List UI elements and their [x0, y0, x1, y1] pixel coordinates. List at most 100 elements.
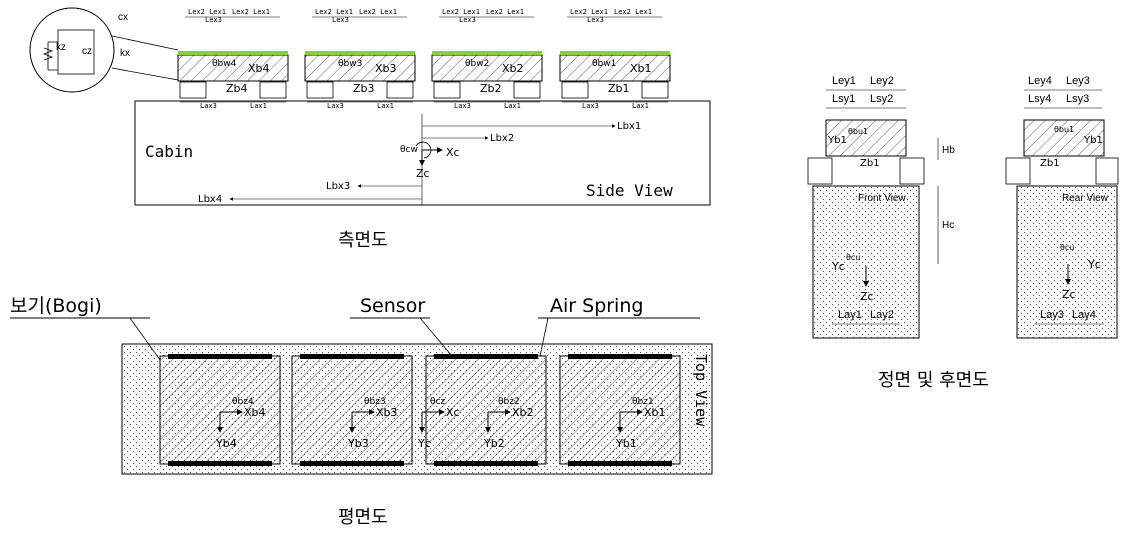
side-zc: Zc — [416, 167, 430, 180]
side-dim-top: Lex3 — [332, 16, 349, 24]
inset-kz: kz — [56, 42, 66, 53]
top-center-axes: θcz Xc Yc — [417, 397, 460, 450]
front-lay2: Lay2 — [870, 309, 894, 321]
front-yc: Yc — [831, 260, 845, 273]
top-view: 보기(Bogi) Sensor Air Spring Top View θbz4… — [10, 295, 713, 528]
front-ley2: Ley2 — [870, 75, 894, 87]
side-theta-b2: θbw2 — [465, 59, 489, 69]
rear-view: Ley4 Ley3 Lsy4 Lsy3 Yb1 θbu1 Zb1 Rear Vi… — [1005, 75, 1119, 339]
front-lsy1: Lsy1 — [832, 93, 855, 105]
side-dim-bottom: Lax3 — [200, 102, 217, 110]
side-center-axes: θcw Xc Zc — [400, 114, 460, 205]
top-theta-b4: θbz4 — [232, 397, 254, 407]
top-theta-b2: θbz2 — [498, 397, 520, 407]
rear-lay4: Lay4 — [1072, 309, 1096, 321]
bogi-callout: 보기(Bogi) — [10, 295, 102, 317]
top-bogie-4: θbz4 Xb4 Yb4 — [159, 354, 281, 466]
side-dim-top: Lex2 Lex1 — [315, 8, 353, 16]
side-zb2: Zb2 — [480, 82, 502, 95]
spring-icon — [42, 41, 58, 71]
side-theta-b1: θbw1 — [592, 59, 616, 69]
front-lay1: Lay1 — [838, 309, 862, 321]
side-view-caption: 측면도 — [338, 230, 388, 251]
inset-kx: kx — [120, 48, 130, 59]
side-dim-bottom: Lax3 — [582, 102, 599, 110]
side-dim-top: Lex2 Lex1 — [442, 8, 480, 16]
side-dim-top: Lex2 Lex1 — [614, 8, 652, 16]
lbx4-label: Lbx4 — [198, 194, 222, 205]
top-xb1: Xb1 — [644, 406, 666, 419]
side-bogie-3: Lex2 Lex1 Lex2 Lex1 Lex3 θbw3 Xb3 Zb3 La… — [304, 8, 416, 110]
lbx3-label: Lbx3 — [326, 181, 350, 192]
top-theta-b3: θbz3 — [364, 397, 386, 407]
front-ley1: Ley1 — [832, 75, 856, 87]
side-dim-bottom: Lax1 — [377, 102, 394, 110]
inset-cz: cz — [82, 46, 92, 57]
top-view-label: Top View — [692, 354, 710, 427]
lbx1-label: Lbx1 — [617, 121, 641, 132]
inset-cx: cx — [118, 12, 128, 23]
side-xb2: Xb2 — [502, 62, 524, 75]
side-xb1: Xb1 — [630, 62, 652, 75]
top-bogie-1: θbz1 Xb1 Yb1 — [559, 354, 681, 466]
side-view: kz cz cx kx Lex2 Lex1 Lex2 Lex1 Lex3 θbw… — [29, 7, 711, 251]
rear-theta-b: θbu1 — [1054, 125, 1074, 134]
side-theta-c: θcw — [400, 145, 418, 155]
side-dim-top: Lex3 — [205, 16, 222, 24]
side-xb3: Xb3 — [375, 62, 397, 75]
hb-label: Hb — [942, 145, 955, 156]
top-xb3: Xb3 — [376, 406, 398, 419]
top-yb4: Yb4 — [215, 437, 237, 450]
cabin-outline — [134, 100, 711, 206]
rear-yc: Yc — [1087, 258, 1101, 271]
side-dim-top: Lex2 Lex1 — [188, 8, 226, 16]
side-dim-bottom: Lax1 — [504, 102, 521, 110]
side-dim-bottom: Lax3 — [454, 102, 471, 110]
side-dim-bottom: Lax1 — [250, 102, 267, 110]
side-zb4: Zb4 — [226, 82, 248, 95]
side-dim-bottom: Lax3 — [327, 102, 344, 110]
front-yb1: Yb1 — [827, 135, 847, 146]
rear-ley4: Ley4 — [1028, 75, 1052, 87]
top-bogie-3: θbz3 Xb3 Yb3 — [291, 354, 413, 466]
top-view-caption: 평면도 — [338, 507, 388, 528]
rear-yb1: Yb1 — [1083, 135, 1103, 146]
air-spring-callout: Air Spring — [550, 295, 643, 317]
side-theta-b3: θbw3 — [338, 59, 362, 69]
top-bogie-2: θbz2 Xb2 Yb2 — [425, 354, 547, 466]
side-bogie-2: Lex2 Lex1 Lex2 Lex1 Lex3 θbw2 Xb2 Zb2 La… — [431, 8, 543, 110]
rear-lsy3: Lsy3 — [1066, 93, 1089, 105]
top-theta-b1: θbz1 — [632, 397, 654, 407]
rear-theta-c: θcu — [1060, 243, 1074, 252]
sensor-callout: Sensor — [360, 295, 425, 317]
side-dim-top: Lex3 — [587, 16, 604, 24]
side-dim-top: Lex2 Lex1 — [359, 8, 397, 16]
side-view-label: Side View — [586, 181, 673, 200]
top-theta-c: θcz — [430, 397, 445, 407]
top-yb3: Yb3 — [347, 437, 369, 450]
side-xb4: Xb4 — [248, 62, 270, 75]
side-dim-top: Lex2 Lex1 — [486, 8, 524, 16]
hc-label: Hc — [942, 220, 954, 231]
rear-lay3: Lay3 — [1040, 309, 1064, 321]
top-xc: Xc — [446, 406, 460, 419]
rear-zc: Zc — [1062, 288, 1076, 301]
side-dim-top: Lex3 — [459, 16, 476, 24]
front-lsy2: Lsy2 — [870, 93, 893, 105]
front-rear-caption: 정면 및 후면도 — [878, 370, 989, 391]
lbx2-label: Lbx2 — [490, 133, 514, 144]
spring-damper-inset: kz cz cx kx — [29, 7, 130, 93]
front-view-label: Front View — [858, 193, 906, 204]
side-bogie-4: Lex2 Lex1 Lex2 Lex1 Lex3 θbw4 Xb4 Zb4 La… — [177, 8, 289, 110]
top-yc: Yc — [417, 437, 431, 450]
side-lbx-dims: Lbx1 Lbx2 Lbx3 Lbx4 — [198, 121, 641, 205]
rear-lsy4: Lsy4 — [1028, 93, 1051, 105]
side-dim-bottom: Lax1 — [632, 102, 649, 110]
height-dims: Hb Hc — [937, 138, 955, 264]
front-zb1: Zb1 — [860, 158, 880, 169]
side-xc: Xc — [446, 146, 460, 159]
top-xb2: Xb2 — [512, 406, 534, 419]
side-zb3: Zb3 — [353, 82, 375, 95]
top-xb4: Xb4 — [244, 406, 266, 419]
